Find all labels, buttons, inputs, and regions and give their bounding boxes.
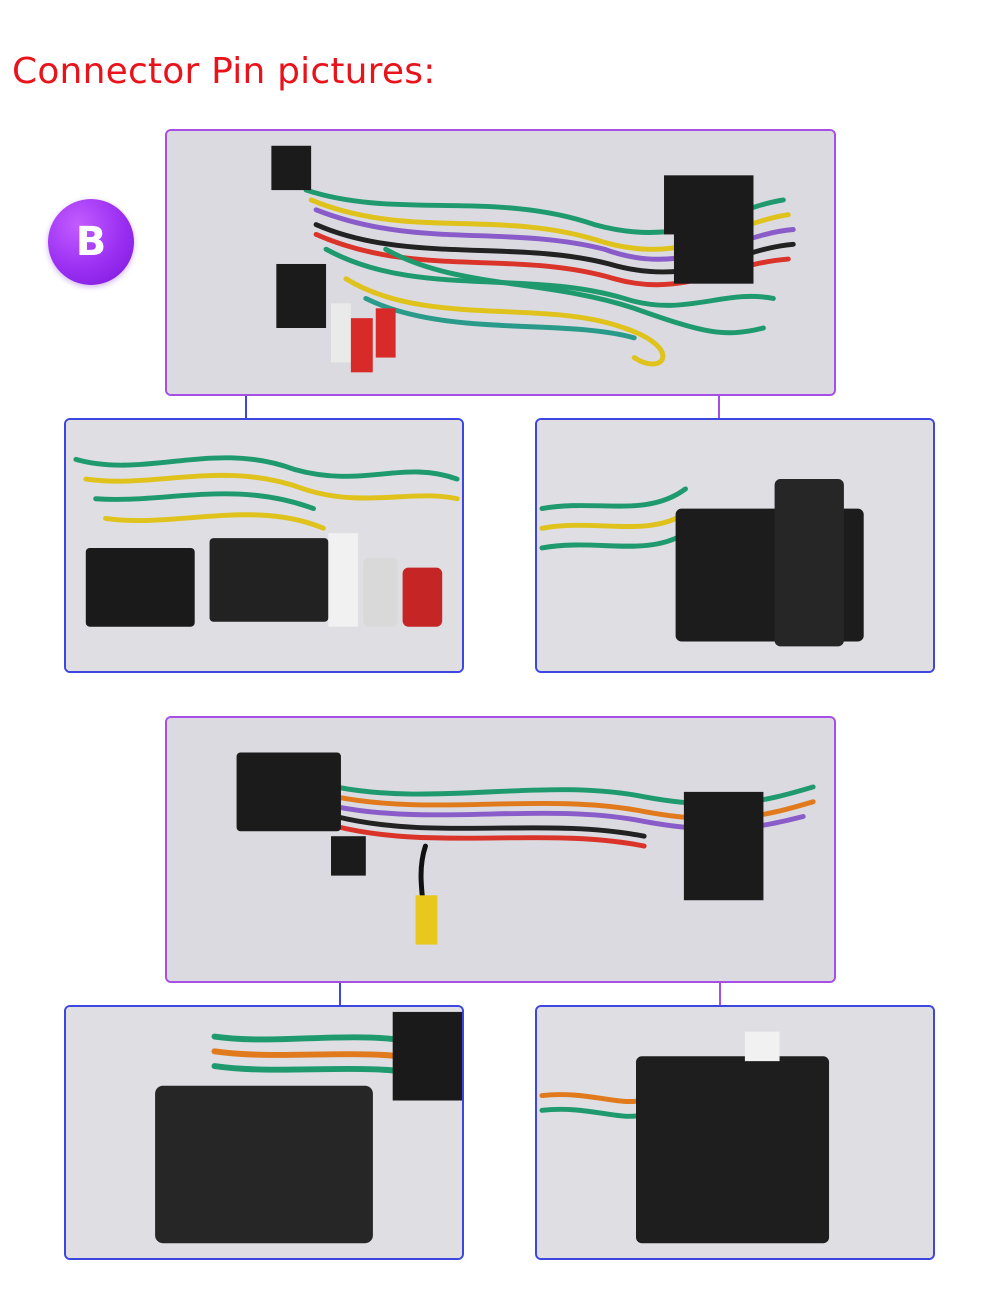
badge-letter: B: [75, 219, 107, 265]
harness-b-left-connector-closeup: [64, 418, 464, 673]
harness-b-right-connector-closeup: [535, 418, 935, 673]
harness-c-left-connector-closeup: [64, 1005, 464, 1260]
section-badge: B: [48, 199, 134, 285]
page-heading: Connector Pin pictures:: [12, 51, 436, 92]
harness-c-overview-photo: [165, 716, 836, 983]
harness-b-overview-photo: [165, 129, 836, 396]
harness-c-right-connector-closeup: [535, 1005, 935, 1260]
